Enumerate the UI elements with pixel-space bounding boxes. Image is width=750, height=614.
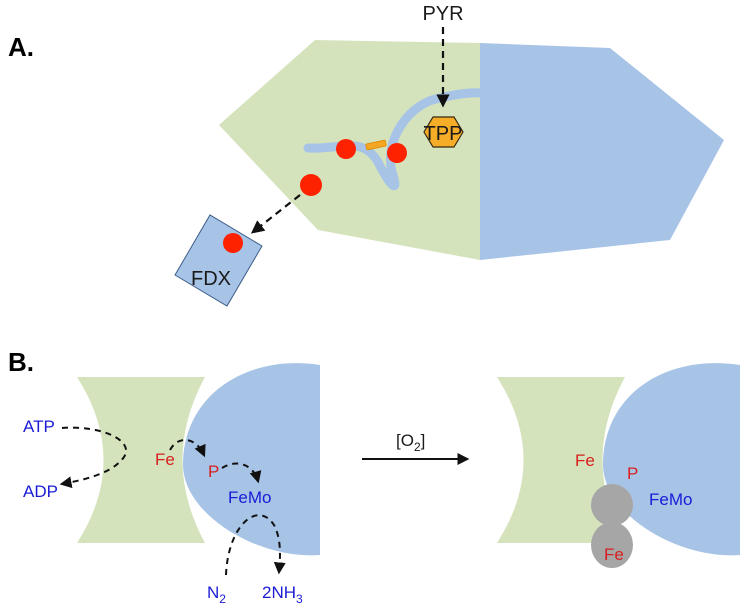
panel-b-label: B.: [8, 347, 34, 377]
femo-label-right: FeMo: [649, 490, 692, 509]
p-to-femo-arrow: [221, 462, 262, 484]
fe-s-cluster-1: [336, 139, 356, 159]
panel-b: B. ATP ADP Fe P FeMo N2 2NH3 [O2] Fe P F…: [8, 347, 740, 606]
n2-to-nh3-arrow: [225, 514, 286, 576]
tpp-hexagon: [423, 116, 464, 148]
fe-label-left: Fe: [155, 450, 175, 469]
fe-s-cluster-3: [300, 174, 322, 196]
pyr-label: PYR: [422, 3, 463, 25]
fe-label-right: Fe: [575, 451, 595, 470]
gray-cluster-top: [591, 484, 633, 526]
panel-a: A. TPP PYR FDX: [8, 3, 724, 307]
fdx-label: FDX: [191, 268, 231, 290]
oxygen-condition-label: [O2]: [396, 431, 425, 454]
p-label-left: P: [208, 462, 219, 481]
femo-label-left: FeMo: [228, 488, 271, 507]
fe-s-cluster-2: [387, 143, 407, 163]
gray-cluster-bottom: [591, 522, 633, 568]
fe-label-damaged: Fe: [604, 545, 624, 564]
n2-label: N2: [207, 583, 226, 606]
atp-to-adp-arrow: [59, 426, 127, 489]
panel-a-label: A.: [8, 32, 34, 62]
femo-protein-blue: [182, 363, 320, 556]
fe-protein-green: [77, 377, 205, 543]
fe-to-p-arrow: [169, 439, 206, 458]
orange-bar: [365, 139, 387, 151]
pfor-blue-domain: [480, 43, 724, 260]
femo-protein-blue-right: [602, 363, 740, 556]
fdx-box: [174, 214, 263, 307]
adp-label: ADP: [23, 482, 58, 501]
p-label-right: P: [627, 464, 638, 483]
tpp-label: TPP: [424, 123, 463, 145]
fdx-cluster: [223, 233, 243, 253]
atp-label: ATP: [23, 417, 55, 436]
nh3-label: 2NH3: [262, 583, 303, 606]
electron-transfer-arrow: [250, 194, 301, 234]
